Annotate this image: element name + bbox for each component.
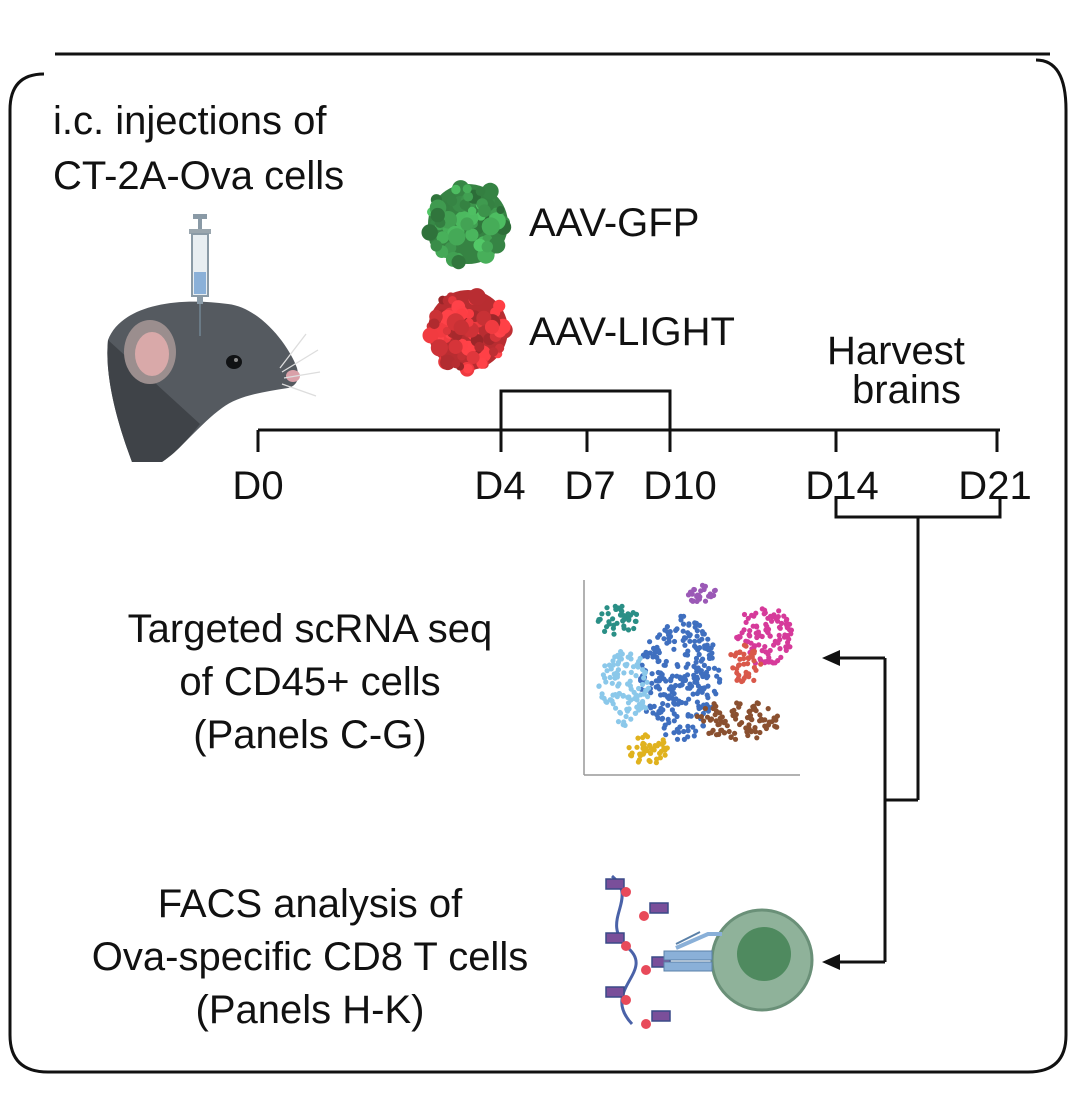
syringe-icon: [189, 214, 211, 336]
virus-icon: [421, 180, 512, 270]
tick-label-d7: D7: [564, 464, 616, 508]
scrna-label-line1: Targeted scRNA seq: [127, 607, 493, 651]
arrowhead-scrna: [822, 650, 840, 666]
aav-gfp-label: AAV-GFP: [529, 201, 700, 245]
arrowhead-facs: [822, 954, 840, 970]
tick-label-d4: D4: [474, 464, 526, 508]
facs-label-line3: (Panels H-K): [195, 988, 425, 1032]
facs-label-line2: Ova-specific CD8 T cells: [91, 935, 529, 979]
injection-label-line2: CT-2A-Ova cells: [53, 154, 345, 198]
harvest-label-line1: Harvest: [827, 329, 965, 373]
frame-border: [8, 58, 1068, 1074]
tick-label-d0: D0: [232, 464, 284, 508]
scrna-label: Targeted scRNA seq of CD45+ cells (Panel…: [60, 605, 560, 760]
harvest-label-line2: brains: [852, 368, 961, 412]
tick-label-d14: D14: [805, 464, 879, 508]
tick-label-d21: D21: [958, 464, 1032, 508]
tick-label-d10: D10: [643, 464, 717, 508]
aav-light-label: AAV-LIGHT: [529, 310, 735, 354]
mouse-icon: [107, 301, 321, 462]
facs-label: FACS analysis of Ova-specific CD8 T cell…: [40, 880, 580, 1035]
t-cell-icon: [605, 874, 814, 1029]
connector-arrows: [822, 517, 920, 970]
virus-icon: [422, 288, 513, 377]
injection-label-line1: i.c. injections of: [53, 99, 327, 143]
treatment-bracket: [499, 389, 672, 430]
scrna-label-line3: (Panels C-G): [193, 713, 427, 757]
facs-label-line1: FACS analysis of: [157, 882, 463, 926]
scrna-label-line2: of CD45+ cells: [179, 660, 441, 704]
umap-plot-icon: [583, 580, 800, 776]
